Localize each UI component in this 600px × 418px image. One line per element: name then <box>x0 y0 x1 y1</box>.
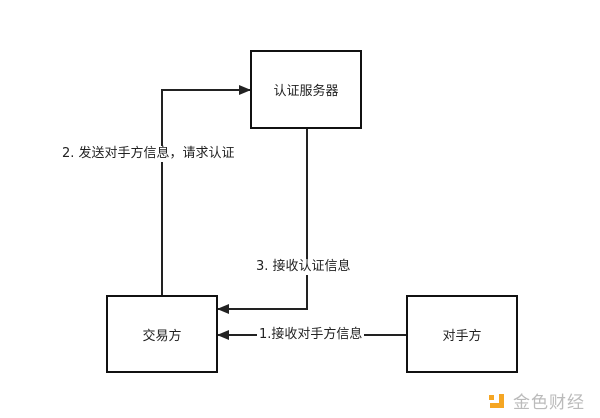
node-label: 认证服务器 <box>273 84 339 99</box>
arrow-step3 <box>217 129 308 314</box>
node-counterparty: 对手方 <box>406 295 518 373</box>
watermark: 金色财经 <box>487 388 585 413</box>
node-auth-server: 认证服务器 <box>250 50 362 129</box>
arrow-step2 <box>161 85 251 296</box>
node-trader: 交易方 <box>106 295 218 373</box>
node-label: 交易方 <box>142 328 182 344</box>
node-label: 对手方 <box>442 328 482 344</box>
logo-icon <box>489 393 504 408</box>
watermark-text: 金色财经 <box>513 393 585 413</box>
edge-label-step2: 2. 发送对手方信息，请求认证 <box>62 146 235 162</box>
edge-label-step3: 3. 接收认证信息 <box>256 259 351 275</box>
edge-label-step1: 1.接收对手方信息 <box>257 327 365 343</box>
